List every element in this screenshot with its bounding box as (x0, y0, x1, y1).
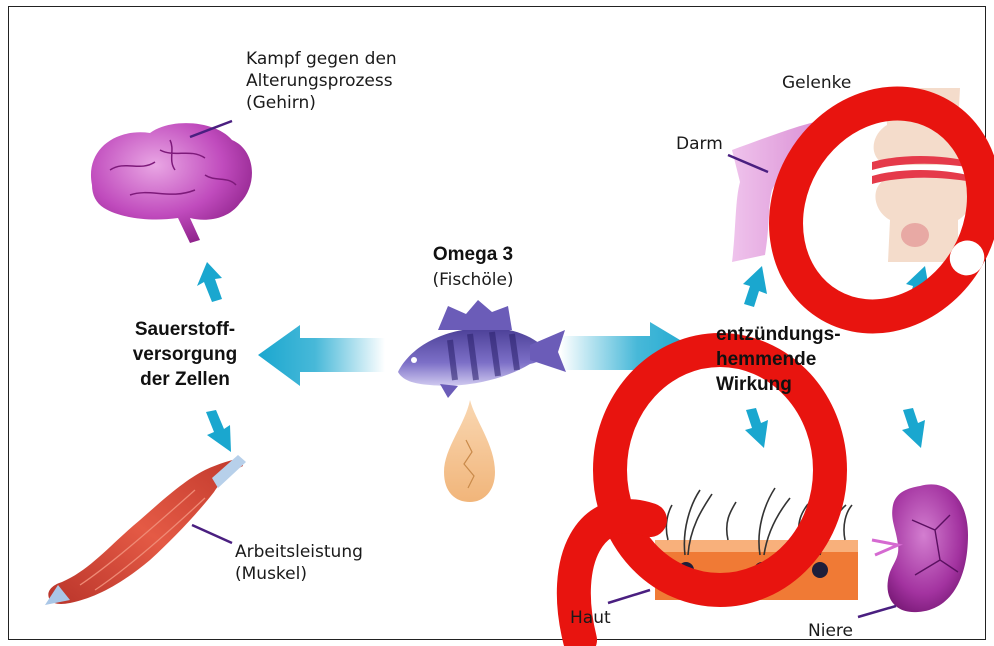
niere-leader-line (858, 606, 896, 617)
haut-label: Haut (570, 607, 611, 629)
center-title: Omega 3 (408, 242, 538, 267)
brain-label-line1: Kampf gegen den (246, 48, 397, 70)
arrow-down-to-muscle (206, 410, 231, 452)
arrow-up-to-darm (743, 266, 767, 307)
right-hub-line1: entzündungs- (716, 322, 876, 347)
right-hub-label: entzündungs- hemmende Wirkung (716, 322, 876, 397)
haut-leader-line (608, 590, 650, 603)
arrow-down-to-niere (902, 408, 925, 448)
brain-label-line3: (Gehirn) (246, 92, 397, 114)
oil-drop-illustration (444, 400, 495, 502)
right-hub-line2: hemmende (716, 347, 876, 372)
brain-illustration (91, 121, 252, 243)
muscle-label-line1: Arbeitsleistung (235, 541, 363, 563)
niere-illustration (858, 484, 968, 617)
arrow-left-big (258, 325, 385, 386)
niere-label: Niere (808, 620, 853, 642)
right-hub-line3: Wirkung (716, 372, 876, 397)
muscle-leader-line (192, 525, 232, 543)
arrow-down-to-haut (745, 408, 768, 448)
left-hub-line3: der Zellen (105, 367, 265, 392)
gelenke-label: Gelenke (782, 72, 851, 94)
brain-label: Kampf gegen den Alterungsprozess (Gehirn… (246, 48, 397, 114)
left-hub-label: Sauerstoff- versorgung der Zellen (105, 317, 265, 392)
fish-illustration (398, 300, 566, 398)
muscle-label: Arbeitsleistung (Muskel) (235, 541, 363, 585)
center-subtitle: (Fischöle) (408, 269, 538, 291)
brain-label-line2: Alterungsprozess (246, 70, 397, 92)
left-hub-line1: Sauerstoff- (105, 317, 265, 342)
muscle-illustration (45, 455, 246, 605)
arrow-up-to-brain (197, 262, 222, 302)
left-hub-line2: versorgung (105, 342, 265, 367)
muscle-label-line2: (Muskel) (235, 563, 363, 585)
darm-label: Darm (676, 133, 723, 155)
